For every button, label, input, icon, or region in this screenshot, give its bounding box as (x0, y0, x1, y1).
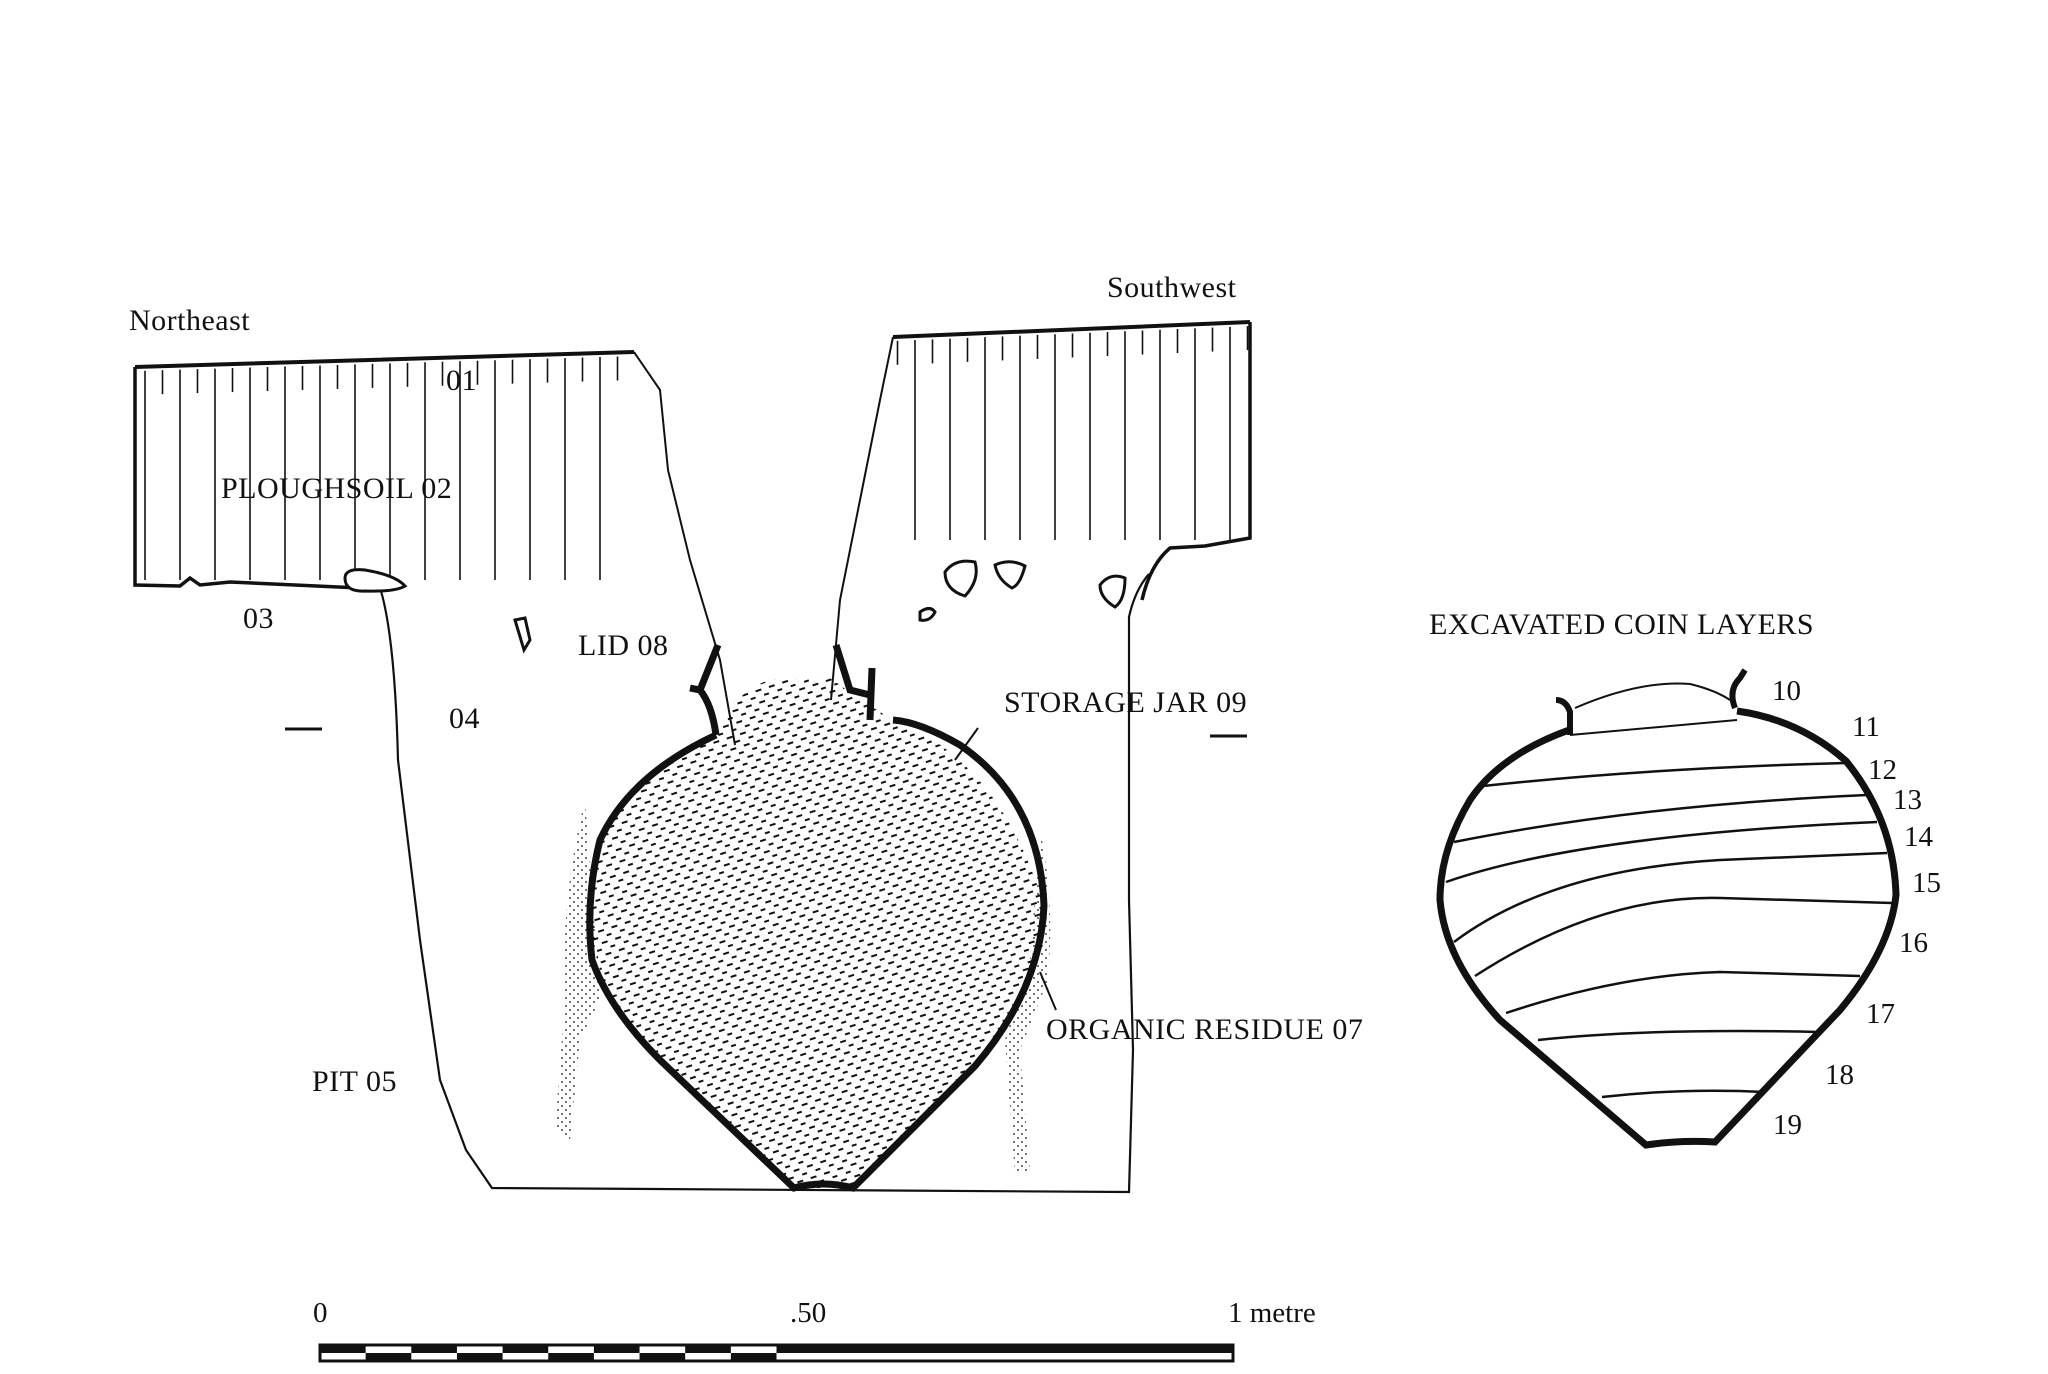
scale-segment (365, 1353, 412, 1361)
scale-segment (320, 1345, 366, 1353)
layer-number: 17 (1866, 998, 1895, 1030)
orientation-southwest: Southwest (1107, 271, 1237, 304)
coin-layers-jar (1436, 668, 1900, 1149)
scale-label-middle: .50 (790, 1297, 826, 1329)
scale-segment (548, 1353, 594, 1361)
ploughsoil-layer (133, 320, 1252, 601)
storage-jar (586, 643, 1057, 1192)
layer-number: 14 (1904, 821, 1934, 853)
label-context-03: 03 (243, 602, 274, 635)
scale-segment (639, 1353, 686, 1361)
scale-segment (456, 1353, 503, 1361)
layer-number: 11 (1852, 711, 1880, 743)
coin-layer-numbers: 10 11 12 13 14 15 16 17 18 19 (1772, 675, 1941, 1141)
cut-edge-left (633, 351, 736, 746)
layer-number: 15 (1912, 867, 1941, 899)
coin-layers-title: EXCAVATED COIN LAYERS (1429, 608, 1814, 641)
label-lid: LID 08 (578, 629, 668, 662)
label-context-01: 01 (446, 364, 477, 397)
cut-edge-right (830, 336, 894, 701)
layer-number: 16 (1899, 927, 1928, 959)
scale-segment (502, 1345, 549, 1353)
scale-bar: 0 .50 1 metre (313, 1297, 1316, 1363)
orientation-northeast: Northeast (129, 304, 250, 337)
scale-segment (411, 1345, 457, 1353)
scale-segment (685, 1345, 731, 1353)
layer-number: 18 (1825, 1059, 1854, 1091)
label-ploughsoil: PLOUGHSOIL 02 (221, 472, 452, 505)
scale-label-end: 1 metre (1228, 1297, 1316, 1329)
label-pit: PIT 05 (312, 1065, 397, 1098)
layer-number: 12 (1868, 754, 1897, 786)
label-organic-residue: ORGANIC RESIDUE 07 (1046, 1013, 1363, 1046)
label-storage-jar: STORAGE JAR 09 (1004, 686, 1247, 719)
scale-segment (593, 1345, 640, 1353)
stones (343, 559, 1127, 654)
scale-label-start: 0 (313, 1297, 328, 1329)
label-context-04: 04 (449, 702, 480, 735)
layer-number: 13 (1893, 784, 1922, 816)
layer-number: 19 (1773, 1109, 1802, 1141)
scale-segment (730, 1353, 777, 1361)
scale-segment (776, 1345, 1233, 1353)
layer-number: 10 (1772, 675, 1801, 707)
pit-outline (379, 573, 1150, 1194)
